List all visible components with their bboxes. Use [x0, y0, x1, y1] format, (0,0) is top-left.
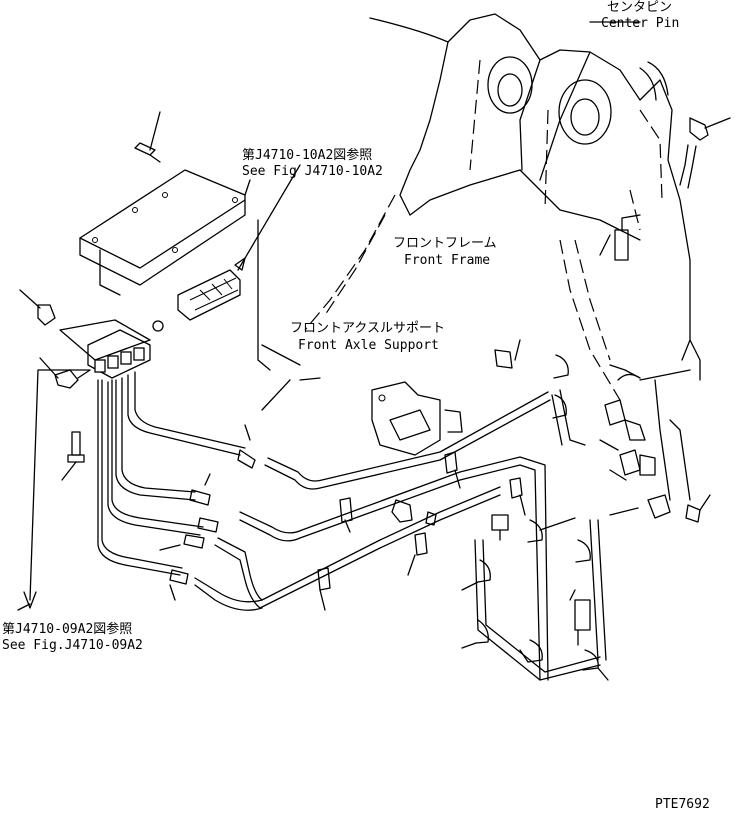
manifold-block: [17, 289, 164, 611]
center-pin-label-en: Center Pin: [601, 16, 680, 31]
front-frame: [304, 13, 701, 401]
label-leaders: [244, 21, 641, 196]
front-frame-label-jp: フロントフレーム: [393, 236, 497, 251]
misc-fittings: [391, 214, 711, 646]
rigid-tubes: [194, 354, 609, 681]
ref-10a2-label-jp: 第J4710-10A2図参照: [242, 148, 373, 163]
center-pin-label-jp: センタピン: [607, 0, 673, 15]
front-axle-support: [257, 219, 463, 456]
center-pin-fitting: [679, 117, 731, 189]
valve-bracket: [79, 111, 246, 296]
front-axle-support-label-en: Front Axle Support: [298, 338, 439, 353]
solenoid-valve-block: [177, 164, 301, 321]
hose-lines: [97, 371, 256, 601]
front-frame-label-en: Front Frame: [404, 253, 491, 268]
ref-10a2-label-en: See Fig J4710-10A2: [242, 164, 383, 179]
ref-09a2-label-en: See Fig.J4710-09A2: [2, 638, 143, 653]
ref-09a2-label-jp: 第J4710-09A2図参照: [2, 622, 133, 637]
front-axle-support-label-jp: フロントアクスルサポート: [290, 321, 445, 336]
figure-code: PTE7692: [655, 797, 710, 812]
